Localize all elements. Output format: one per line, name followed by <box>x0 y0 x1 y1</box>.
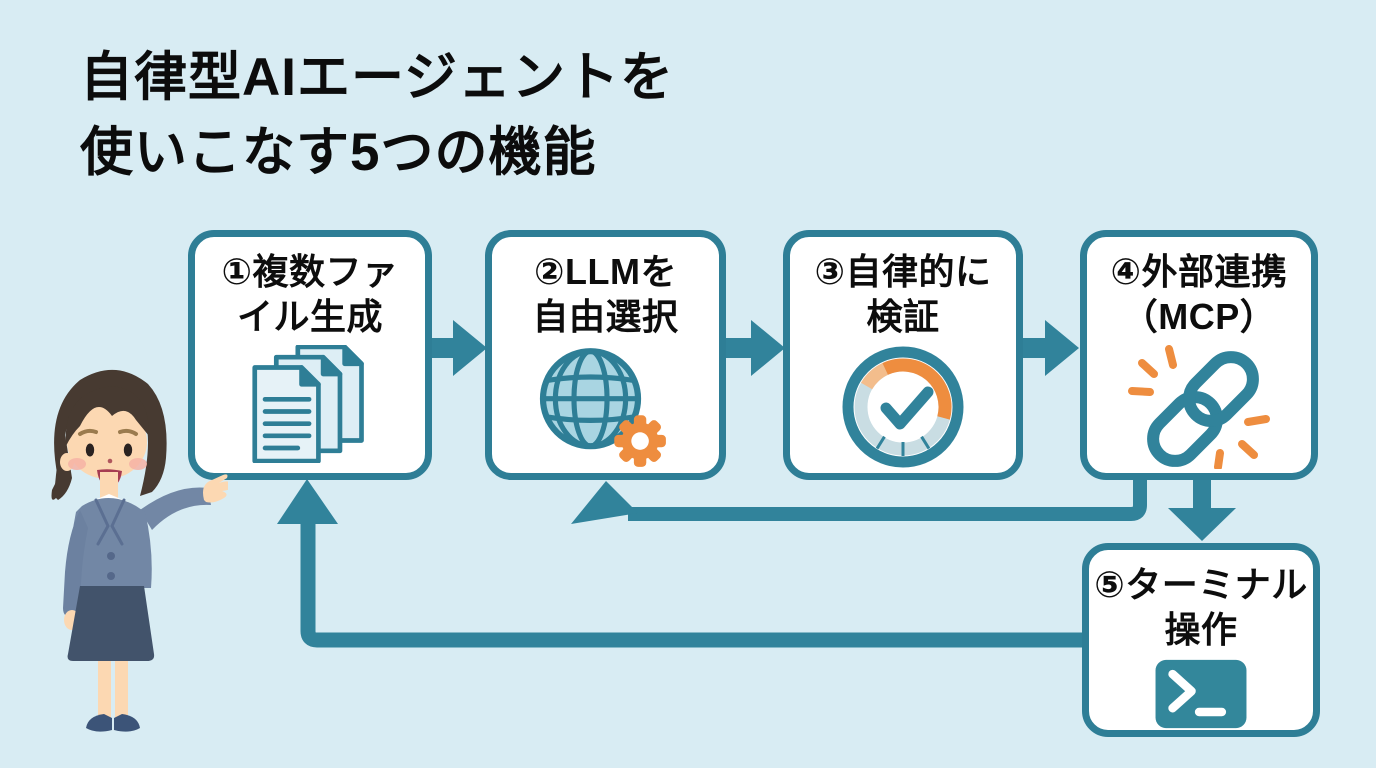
skirt <box>67 586 155 661</box>
arrow-step4-to-step5-head <box>1168 508 1236 541</box>
arrow-step4-to-step5-shaft <box>1193 476 1211 512</box>
arrow-step1-to-step2 <box>424 320 487 376</box>
blush <box>68 458 147 470</box>
presenter-woman-illustration <box>51 369 228 732</box>
arm-down <box>63 510 88 618</box>
blazer <box>70 498 152 588</box>
feedback-arrowhead-step1 <box>277 479 338 524</box>
face <box>67 405 147 479</box>
step-box-3: ③自律的に 検証 <box>783 230 1023 480</box>
step-4-label: ④外部連携 （MCP） <box>1110 251 1288 337</box>
globe-gear-icon <box>539 348 666 467</box>
documents-icon <box>252 345 364 463</box>
arrow-step3-to-step4 <box>1016 320 1079 376</box>
shoes <box>86 714 140 732</box>
step-3-label: ③自律的に 検証 <box>814 251 992 337</box>
buttons <box>107 552 115 580</box>
step-box-2: ②LLMを 自由選択 <box>485 230 726 480</box>
chain-link-icon <box>1128 345 1270 469</box>
gauge-check-icon <box>842 346 964 468</box>
hand-open <box>203 474 228 503</box>
step-box-1: ①複数ファ イル生成 <box>188 230 432 480</box>
eyebrows <box>78 428 138 436</box>
feedback-arrowhead-step2 <box>571 481 638 524</box>
terminal-icon <box>1155 659 1247 729</box>
step-box-5: ⑤ターミナル 操作 <box>1082 543 1320 737</box>
lapels <box>94 498 126 546</box>
eyes <box>85 443 133 457</box>
page-title: 自律型AIエージェントを 使いこなす5つの機能 <box>80 48 674 183</box>
nose <box>107 458 113 464</box>
feedback-line-step5-to-step1 <box>300 506 1084 648</box>
step-box-4: ④外部連携 （MCP） <box>1080 230 1318 480</box>
arm-extended <box>140 487 211 530</box>
step-1-label: ①複数ファ イル生成 <box>221 251 399 337</box>
arrow-step2-to-step3 <box>722 320 785 376</box>
step-5-label: ⑤ターミナル 操作 <box>1094 564 1308 650</box>
step-2-label: ②LLMを 自由選択 <box>532 251 679 337</box>
bangs <box>65 386 150 446</box>
feedback-line-step4-to-step2 <box>628 477 1147 521</box>
legs <box>98 661 128 719</box>
